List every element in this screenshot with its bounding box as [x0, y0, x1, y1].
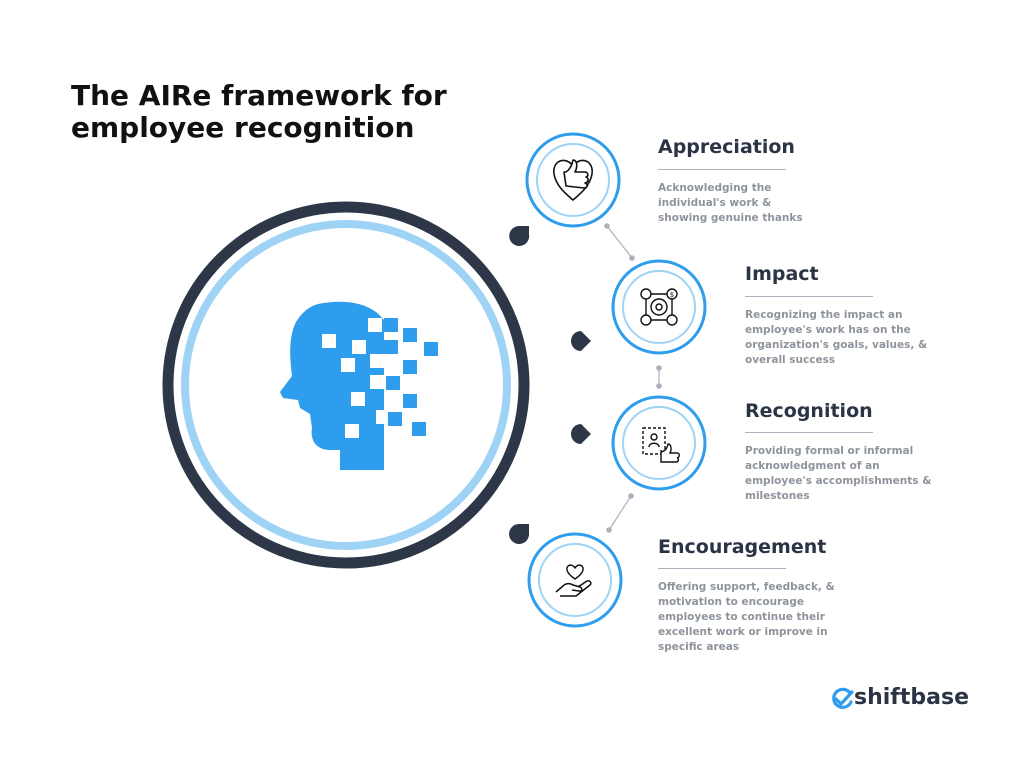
divider	[658, 169, 786, 170]
gears-impact-icon: $	[640, 288, 678, 326]
hand-heart-icon	[555, 564, 592, 597]
circle-impact	[611, 259, 707, 355]
divider	[745, 432, 873, 433]
divider	[745, 296, 873, 297]
item-title-encouragement: Encouragement	[658, 536, 827, 558]
item-desc-appreciation: Acknowledging the individual's work & sh…	[658, 182, 803, 224]
outer-dark-ring	[162, 201, 530, 569]
thumbs-up-certificate-icon	[642, 427, 680, 463]
brand-name: shiftbase	[854, 685, 969, 710]
divider	[658, 568, 786, 569]
circle-encouragement	[527, 532, 623, 628]
heart-thumbs-up-icon	[553, 159, 593, 201]
circle-recognition	[611, 395, 707, 491]
brand-logo: shiftbase	[828, 685, 969, 710]
item-desc-impact: Recognizing the impact an employee's wor…	[745, 309, 928, 366]
marker-3	[571, 424, 591, 444]
page-title: The AIRe framework for employee recognit…	[71, 79, 447, 144]
check-circle-icon	[832, 687, 854, 709]
svg-text:$: $	[670, 291, 674, 299]
inner-blue-ring	[181, 220, 511, 550]
item-desc-recognition: Providing formal or informal acknowledgm…	[745, 445, 932, 502]
marker-1	[509, 226, 530, 246]
item-desc-encouragement: Offering support, feedback, & motivation…	[658, 581, 835, 653]
item-title-appreciation: Appreciation	[658, 136, 795, 158]
item-title-recognition: Recognition	[745, 400, 873, 422]
item-title-impact: Impact	[745, 263, 819, 285]
ai-head-icon	[280, 301, 438, 470]
marker-4	[509, 524, 530, 544]
marker-2	[571, 331, 591, 351]
brand-icon-space	[828, 687, 850, 709]
